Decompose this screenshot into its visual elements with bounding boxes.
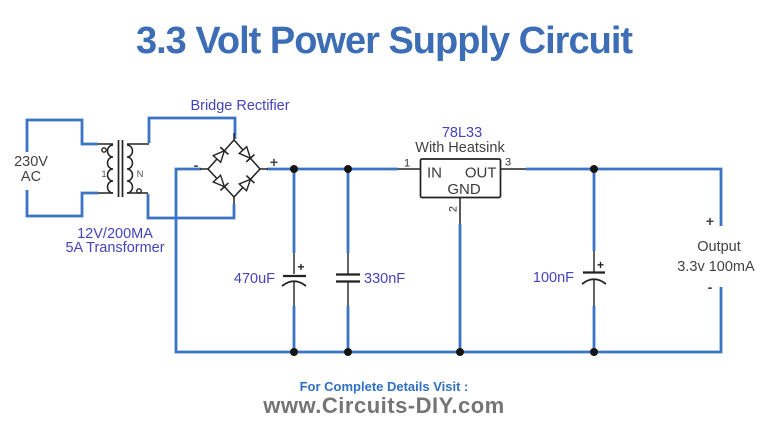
capacitor-100nf-label: 100nF — [533, 270, 574, 286]
capacitor-470uf: + 470uF — [234, 253, 307, 306]
regulator-pin1-number: 1 — [404, 158, 410, 170]
junction-dot — [290, 165, 298, 173]
regulator-pin2-number: 2 — [448, 206, 460, 212]
ac-input-wire-bottom — [25, 190, 98, 218]
transformer-label-line2: 5A Transformer — [65, 240, 164, 256]
regulator-pin3-number: 3 — [505, 157, 511, 169]
capacitor-470uf-plus-sign: + — [297, 260, 304, 274]
capacitor-470uf-label: 470uF — [234, 271, 275, 287]
bridge-diode-top-right — [237, 145, 255, 163]
positive-rail-output — [526, 167, 723, 226]
transformer-dot-primary — [101, 147, 107, 153]
output-label-line1: Output — [697, 239, 741, 255]
bridge-diode-bottom-right — [237, 175, 255, 193]
output-minus-sign: - — [708, 279, 713, 295]
secondary-top-wire — [147, 116, 237, 143]
output-terminal: + Output 3.3v 100mA - — [677, 213, 755, 295]
capacitor-330nf-label: 330nF — [364, 271, 405, 287]
secondary-bottom-wire — [146, 194, 236, 220]
capacitor-100nf: + 100nF — [533, 251, 607, 306]
regulator-pins — [398, 168, 526, 224]
capacitor-330nf-plates — [336, 273, 360, 283]
regulator-pin-in-label: IN — [427, 165, 442, 182]
transformer-label-line1: 12V/200MA — [77, 226, 153, 242]
footer-website-url: www.Circuits-DIY.com — [263, 393, 505, 418]
footer-call-to-action: For Complete Details Visit : — [299, 379, 469, 394]
bridge-diamond — [206, 138, 262, 199]
transformer-primary-mark: 1 — [101, 169, 106, 180]
regulator-part-label: 78L33 — [442, 125, 482, 141]
capacitor-100nf-plate-curved — [581, 278, 607, 285]
regulator-note-label: With Heatsink — [415, 140, 505, 156]
negative-ground-rail — [174, 167, 723, 354]
transformer: 1 N 12V/200MA 5A Transformer — [65, 140, 165, 256]
output-plus-sign: + — [706, 213, 714, 229]
bridge-plus-sign: + — [270, 154, 278, 170]
transformer-secondary-mark: N — [137, 169, 144, 180]
bridge-label: Bridge Rectifier — [190, 98, 289, 114]
junction-dot — [456, 348, 464, 356]
junction-dot — [590, 348, 598, 356]
junction-dot — [344, 165, 352, 173]
capacitor-100nf-plus-sign: + — [597, 258, 604, 272]
junction-dot — [344, 348, 352, 356]
transformer-dot-secondary — [136, 188, 142, 194]
junction-dots — [290, 165, 598, 356]
page-title: 3.3 Volt Power Supply Circuit — [135, 20, 633, 62]
junction-dot — [590, 165, 598, 173]
ac-input-wire-top — [25, 118, 98, 152]
capacitor-470uf-plate-curved — [281, 280, 307, 287]
bridge-diode-bottom-left — [211, 173, 229, 191]
bridge-minus-sign: - — [194, 157, 199, 173]
bridge-diode-top-left — [211, 146, 229, 164]
regulator-pin-out-label: OUT — [465, 165, 497, 182]
capacitor-330nf: 330nF — [336, 253, 405, 306]
bridge-rectifier: Bridge Rectifier - + — [190, 98, 290, 204]
junction-dot — [290, 348, 298, 356]
transformer-secondary-coil — [126, 144, 134, 194]
ac-source-label-voltage: 230V — [14, 154, 48, 170]
ac-source-label-type: AC — [21, 169, 41, 185]
regulator-pin-gnd-label: GND — [447, 181, 481, 198]
transformer-leads — [98, 143, 149, 194]
transformer-primary-coil — [106, 144, 114, 194]
circuit-wires — [25, 116, 723, 354]
regulator-78l33: 78L33 With Heatsink IN OUT GND 1 3 2 — [398, 125, 526, 224]
output-label-line2: 3.3v 100mA — [677, 259, 755, 275]
transformer-core — [117, 140, 124, 197]
ac-source: 230V AC — [14, 154, 48, 185]
